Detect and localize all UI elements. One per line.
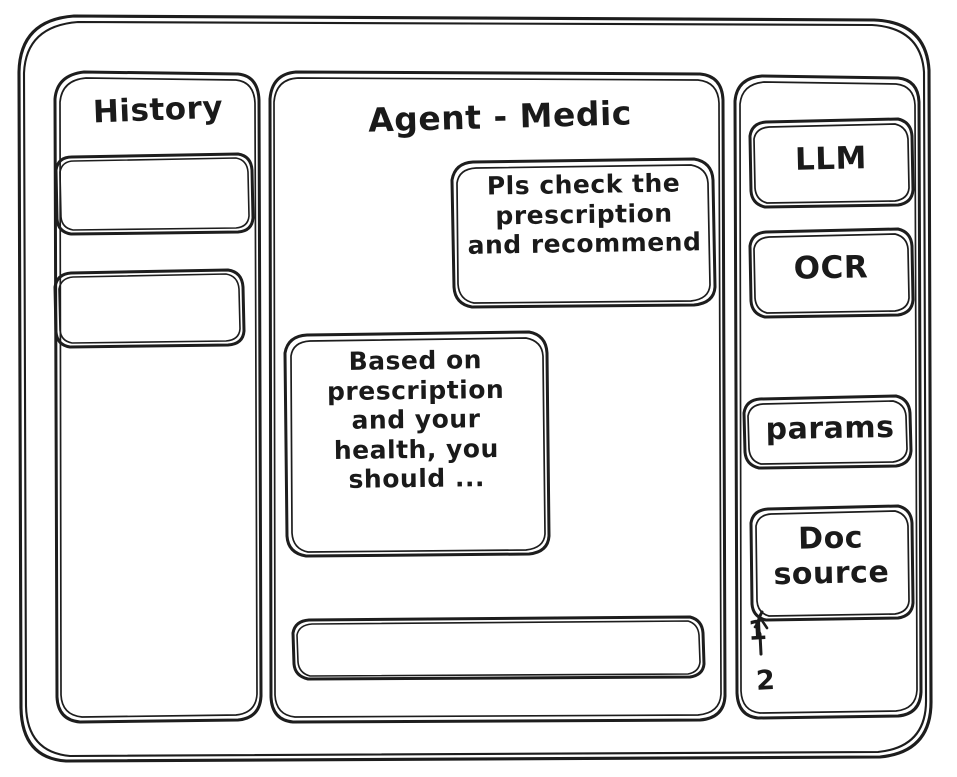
- tool-llm-outline: [748, 117, 915, 209]
- doc-source-button[interactable]: [751, 506, 913, 620]
- params-outline: [742, 394, 913, 470]
- composer-input-outline: [291, 615, 706, 681]
- user-message-bubble: [452, 159, 715, 307]
- history-item-2[interactable]: [55, 270, 244, 347]
- doc-source-connector: [753, 610, 769, 656]
- history-panel-outline: [53, 70, 263, 724]
- doc-source-outline: [749, 504, 915, 622]
- params-button[interactable]: [744, 396, 911, 468]
- tool-ocr-outline: [748, 227, 915, 319]
- history-item-1[interactable]: [56, 154, 253, 234]
- assistant-message-bubble-outline: [283, 330, 551, 558]
- agent-panel-outline: [268, 70, 727, 724]
- doc-source-item-2[interactable]: 2: [755, 664, 777, 697]
- tool-ocr-button[interactable]: [750, 229, 913, 317]
- history-item-2-outline: [53, 268, 246, 349]
- window-frame-outline: [17, 14, 933, 763]
- tool-llm-button[interactable]: [750, 119, 913, 207]
- tools-panel-outline: [733, 74, 923, 720]
- assistant-message-bubble: [285, 332, 549, 556]
- composer-input[interactable]: [293, 617, 704, 679]
- user-message-bubble-outline: [450, 157, 717, 309]
- history-item-1-outline: [54, 152, 255, 236]
- history-panel-title: History: [92, 89, 224, 131]
